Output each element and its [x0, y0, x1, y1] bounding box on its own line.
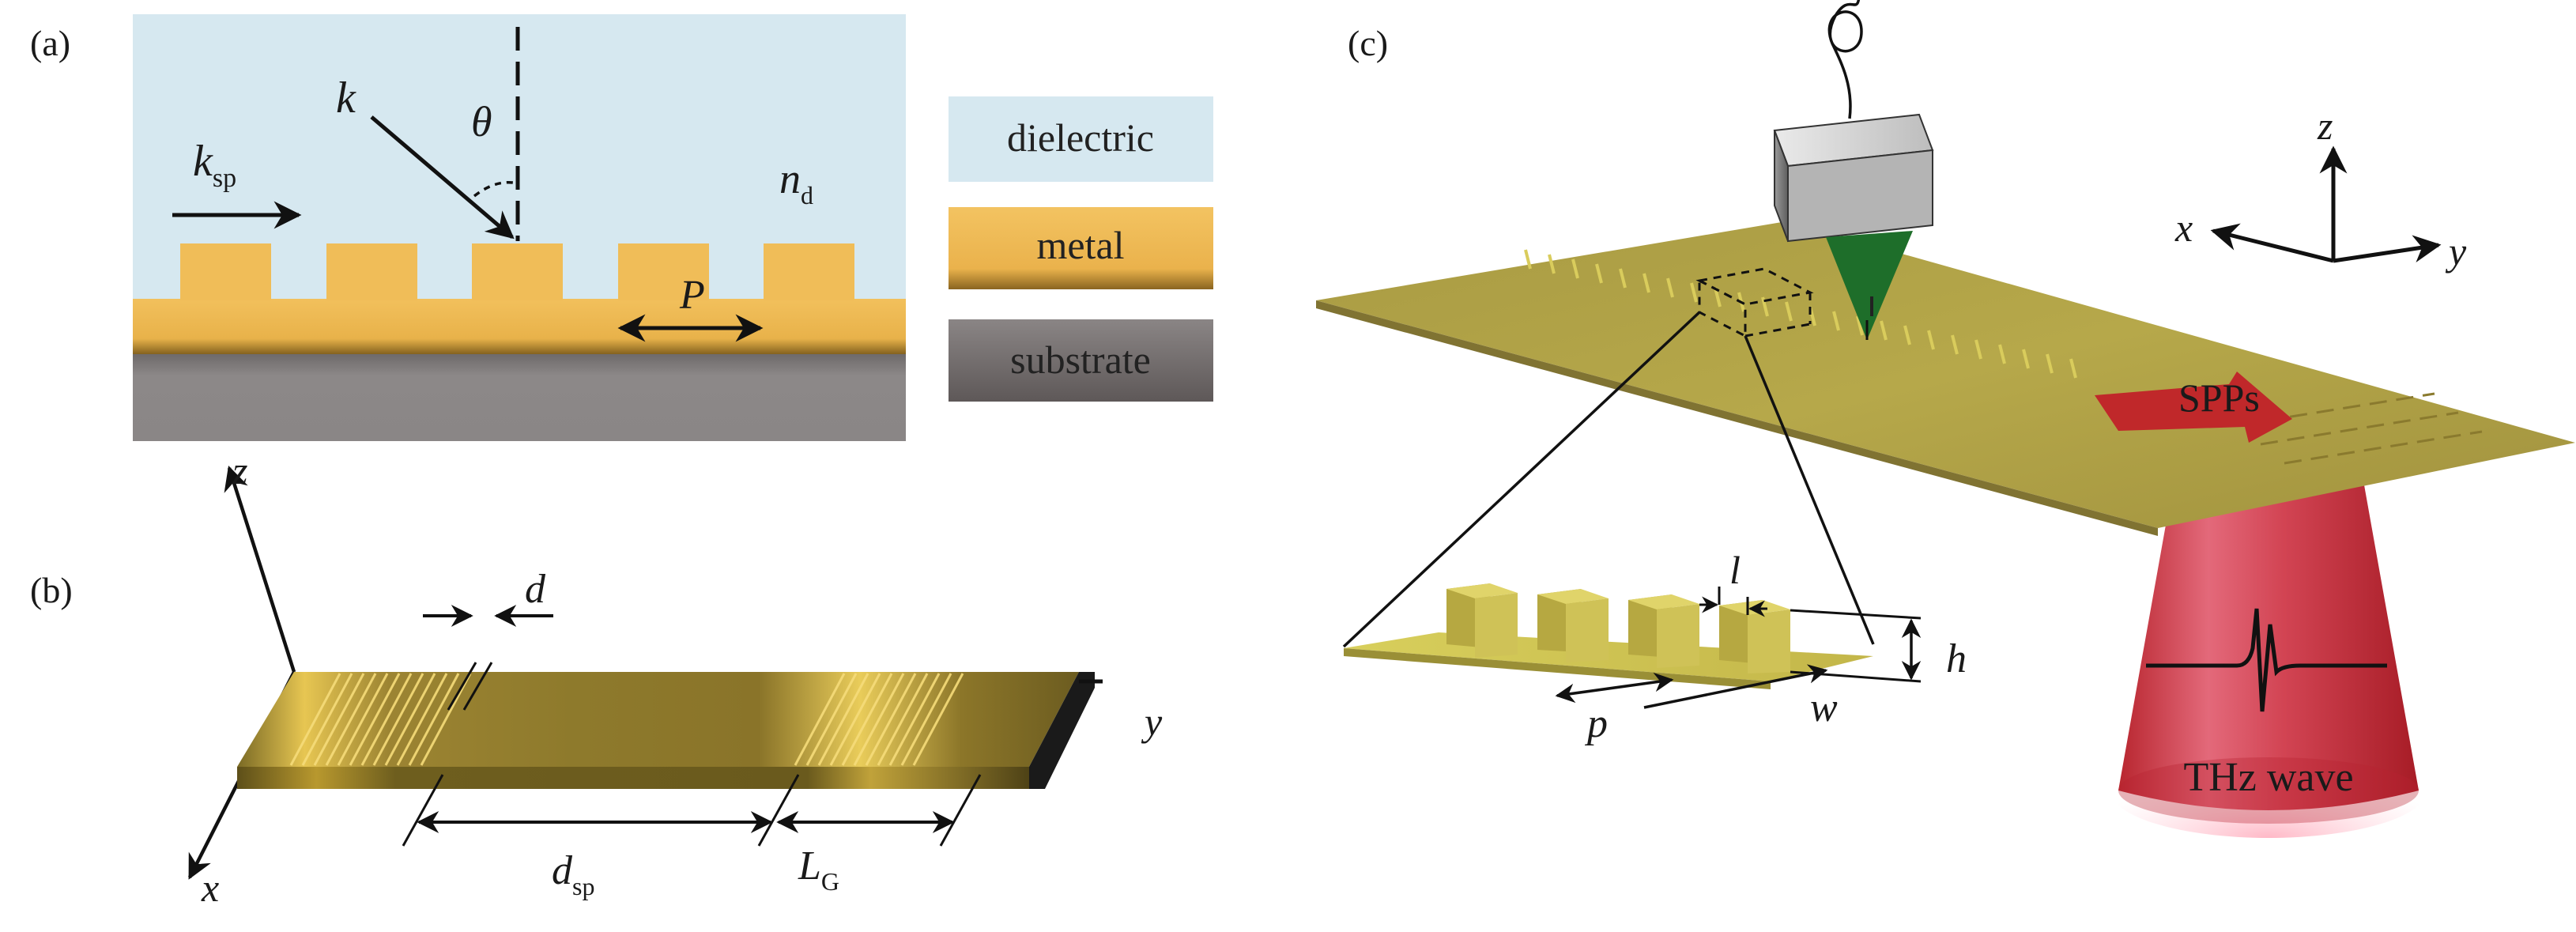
metal-strip-front: [237, 767, 1029, 789]
label-lg: LG: [798, 843, 839, 896]
legend-substrate: substrate: [1010, 338, 1151, 382]
label-period: P: [679, 273, 705, 318]
panel-c-tag: (c): [1348, 23, 1388, 63]
legend-dielectric: dielectric: [1007, 115, 1154, 160]
w-arrow: [1643, 664, 1828, 709]
panel-a-tag: (a): [30, 23, 70, 63]
incident-k-arrow: [370, 115, 515, 240]
probe-head-front: [1787, 149, 1933, 243]
zoom-line-right: [1744, 335, 1875, 645]
inset-pillars: [1446, 583, 1790, 674]
label-z-b: z: [232, 448, 247, 492]
label-p: p: [1584, 701, 1608, 746]
axis-y-c: [2333, 235, 2442, 263]
panel-c: (c) THz wave: [1316, 0, 2575, 838]
legend-swatch-substrate: [949, 319, 1213, 402]
legend-swatch-metal: [949, 207, 1213, 289]
label-w: w: [1810, 685, 1838, 730]
label-x-b: x: [201, 866, 219, 910]
probe-cable: [1827, 0, 1863, 119]
metal-grating-teeth: [180, 243, 854, 300]
theta-arc: [473, 181, 519, 198]
label-z-c: z: [2317, 104, 2333, 148]
label-thz-wave: THz wave: [2183, 755, 2353, 800]
label-nd: nd: [779, 155, 813, 209]
label-x-c: x: [2174, 206, 2193, 250]
label-theta: θ: [471, 98, 492, 145]
label-d: d: [525, 567, 546, 612]
label-dsp: dsp: [552, 848, 594, 900]
grating-lines-right: [794, 673, 964, 766]
metal-base-layer: [133, 299, 906, 356]
legend-metal: metal: [1036, 223, 1124, 267]
label-k: k: [336, 74, 356, 123]
panel-b-tag: (b): [30, 570, 73, 610]
legend-swatch-dielectric: [949, 96, 1213, 182]
label-y-c: y: [2445, 229, 2467, 274]
zoom-box-side: [1698, 278, 1747, 338]
axis-x-c: [2210, 223, 2334, 263]
strip-end-face: [1029, 672, 1095, 789]
panel-a: (a) k θ ksp nd P dielectric metal: [30, 14, 1213, 441]
probe-tip: [1826, 231, 1913, 340]
grating-lines-left: [289, 673, 472, 766]
spp-arrow: [2095, 372, 2292, 443]
label-h: h: [1946, 636, 1967, 681]
label-y-b: y: [1141, 700, 1163, 744]
label-spps: SPPs: [2178, 375, 2260, 420]
inset-grating: l h p w: [1344, 548, 1967, 746]
p-arrow: [1555, 672, 1674, 704]
legend: dielectric metal substrate: [949, 96, 1213, 402]
thz-pulse-waveform: [2146, 608, 2387, 712]
substrate-layer: [133, 354, 906, 441]
axis-z-b: [224, 465, 296, 673]
metal-plate-edge: [1316, 300, 2158, 536]
zoom-line-left: [1342, 311, 1701, 648]
panel-b: (b) z x y: [30, 448, 1163, 910]
label-l: l: [1729, 548, 1741, 592]
label-ksp: ksp: [193, 137, 236, 193]
metal-plate: [1316, 221, 2575, 528]
